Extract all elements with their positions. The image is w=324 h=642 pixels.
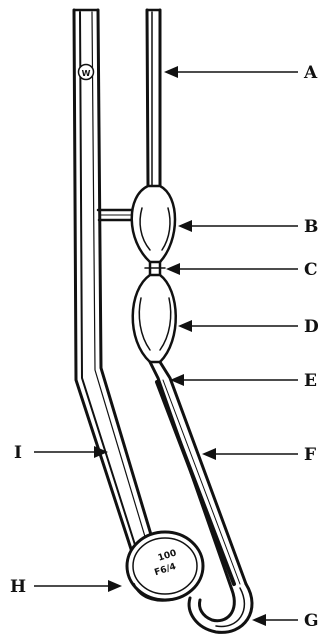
etched-marker-text: W: [82, 69, 91, 78]
right-tube-upper: [147, 10, 160, 186]
lower-bulb: [133, 275, 176, 362]
label-a: A: [303, 63, 318, 83]
callout-f: F: [202, 445, 316, 465]
callout-d: D: [178, 317, 319, 337]
left-tube: W: [74, 10, 152, 552]
constriction: [145, 262, 165, 275]
label-i: I: [14, 443, 22, 463]
callout-c: C: [166, 260, 318, 280]
reservoir-bulb: 100 F6/4: [127, 532, 203, 601]
callout-a: A: [164, 63, 318, 83]
callout-b: B: [178, 217, 318, 237]
callout-h: H: [10, 577, 122, 597]
label-f: F: [304, 445, 316, 465]
callout-g: G: [252, 611, 319, 631]
u-bend: [189, 584, 252, 632]
label-c: C: [304, 260, 318, 280]
callout-e: E: [170, 371, 317, 391]
upper-bulb: [132, 186, 175, 262]
callout-i: I: [14, 443, 108, 463]
label-e: E: [304, 371, 317, 391]
label-d: D: [304, 317, 319, 337]
label-b: B: [304, 217, 318, 237]
label-g: G: [304, 611, 319, 631]
label-h: H: [10, 577, 26, 597]
